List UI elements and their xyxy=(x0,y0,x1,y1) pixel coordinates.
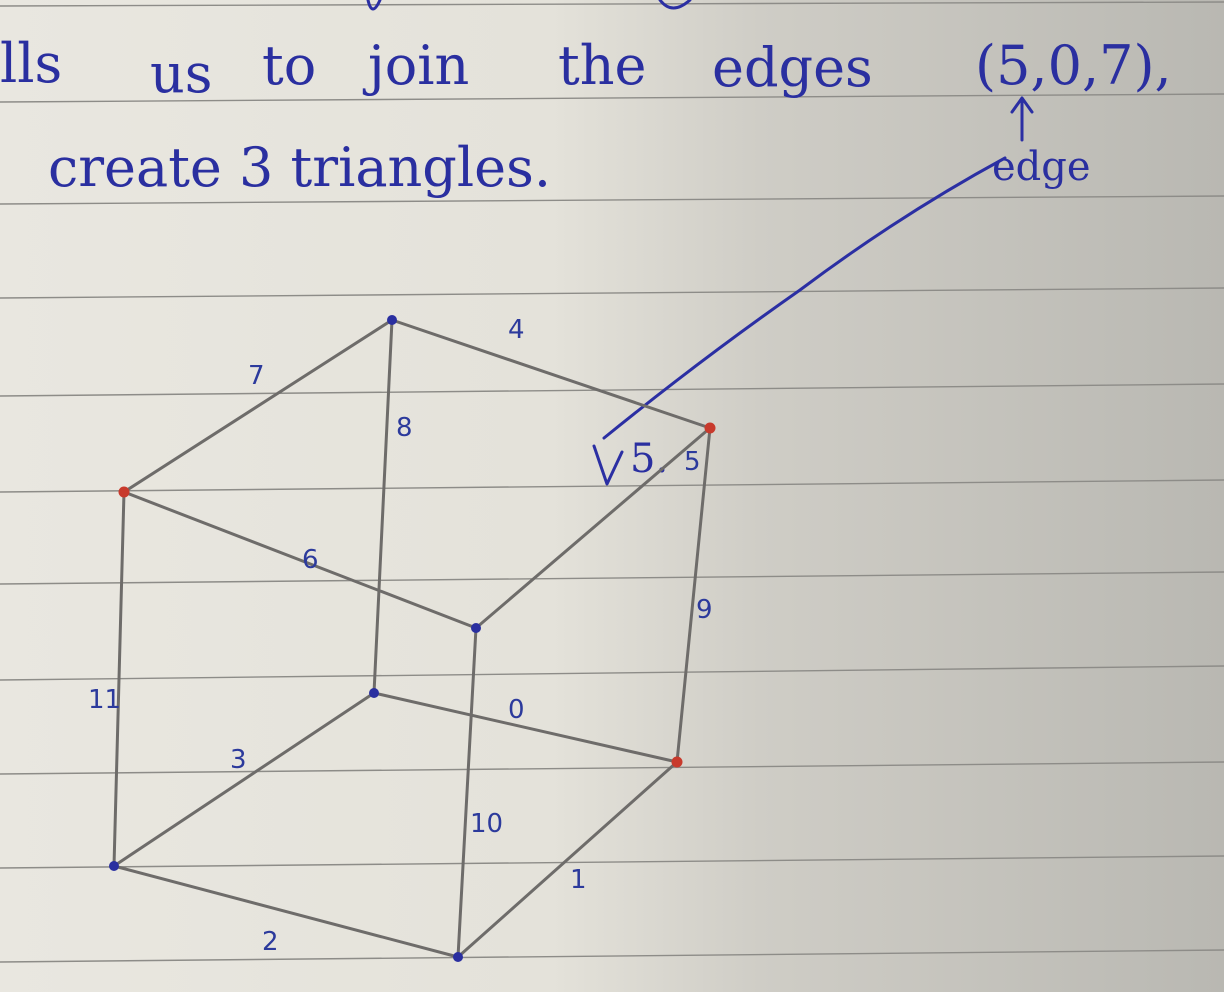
edge-pointer: 5. xyxy=(592,156,1007,486)
edge-label-11: 11 xyxy=(88,685,121,715)
edge-4 xyxy=(390,318,712,430)
edge-3 xyxy=(112,691,376,868)
cube-wireframe xyxy=(112,318,712,959)
vertex-bottom-front xyxy=(453,952,463,962)
pointer-label: 5. xyxy=(630,436,668,482)
edge-9 xyxy=(675,426,712,764)
edge-label-0: 0 xyxy=(508,695,525,725)
edge-label-10: 10 xyxy=(470,809,503,839)
note-word-join: join xyxy=(362,34,469,97)
edge-label-1: 1 xyxy=(570,865,587,895)
vertex-bottom-back xyxy=(369,688,379,698)
cube-vertices xyxy=(109,315,716,962)
vertex-top-front xyxy=(471,623,481,633)
note-word-edges: edges xyxy=(712,36,873,99)
note-fragment: lls xyxy=(0,32,62,95)
edge-11 xyxy=(112,490,126,868)
edge-8 xyxy=(372,318,394,695)
vertex-top-right xyxy=(704,422,716,434)
edge-0 xyxy=(372,691,679,764)
vertex-top-left xyxy=(118,486,130,498)
edge-2 xyxy=(112,864,460,959)
edge-annotation: edge xyxy=(992,96,1091,190)
edge-label-4: 4 xyxy=(508,315,525,345)
note-word-to: to xyxy=(262,34,316,97)
edge-label-2: 2 xyxy=(262,927,279,957)
up-arrow-icon xyxy=(1010,96,1034,142)
down-arrow-icon xyxy=(592,444,624,486)
edge-7 xyxy=(122,318,394,494)
edge-label-5: 5 xyxy=(684,447,701,477)
edge-label-9: 9 xyxy=(696,595,713,625)
edge-label-8: 8 xyxy=(396,413,413,443)
vertex-bottom-left xyxy=(109,861,119,871)
ruled-lines xyxy=(0,1,1224,963)
cut-off-handwriting xyxy=(366,0,692,11)
note-word-us: us xyxy=(150,42,213,105)
edge-word: edge xyxy=(992,144,1091,190)
edge-labels: 0 1 2 3 4 5 6 7 8 9 10 11 xyxy=(88,315,713,957)
note-coordinates: (5,0,7), xyxy=(975,34,1172,97)
edge-1 xyxy=(456,760,679,959)
note-word-the: the xyxy=(558,34,646,97)
edge-10 xyxy=(456,626,478,959)
edge-5 xyxy=(474,426,712,630)
note-line-1: lls us to join the edges (5,0,7), xyxy=(0,32,1172,105)
edge-label-6: 6 xyxy=(302,545,319,575)
edge-label-7: 7 xyxy=(248,361,265,391)
edge-6 xyxy=(122,490,478,630)
edge-label-3: 3 xyxy=(230,745,247,775)
vertex-top-back xyxy=(387,315,397,325)
note-line-2: create 3 triangles. xyxy=(48,136,551,199)
vertex-bottom-right xyxy=(671,756,683,768)
pointer-line xyxy=(602,156,1007,440)
